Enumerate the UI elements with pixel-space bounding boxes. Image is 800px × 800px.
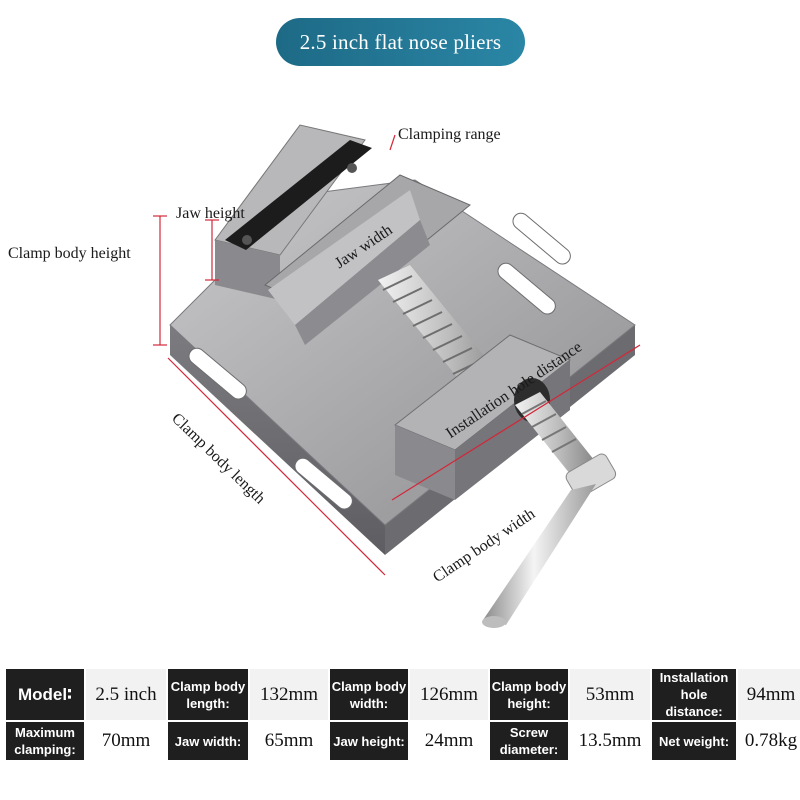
spec-value: 53mm: [570, 669, 650, 720]
spec-value: 70mm: [86, 722, 166, 760]
spec-label: Model∶: [6, 669, 84, 720]
mount-slot: [188, 347, 247, 400]
jaw-screw: [347, 163, 357, 173]
mount-slot: [497, 262, 556, 315]
spec-value: 94mm: [738, 669, 800, 720]
mount-slot: [294, 457, 353, 510]
title-text: 2.5 inch flat nose pliers: [299, 30, 502, 54]
spec-label: Net weight:: [652, 722, 736, 760]
spec-label: Installation hole distance:: [652, 669, 736, 720]
label-clamping-range: Clamping range: [398, 126, 501, 143]
spec-value: 132mm: [250, 669, 328, 720]
drill-vise-illustration: [153, 124, 641, 628]
spec-label: Clamp body width:: [330, 669, 408, 720]
dimension-lines: [153, 134, 641, 576]
spec-label: Clamp body height:: [490, 669, 568, 720]
spec-label: Maximum clamping:: [6, 722, 84, 760]
spec-value: 126mm: [410, 669, 488, 720]
movable-jaw: [264, 174, 471, 345]
label-clamp-body-height: Clamp body height: [8, 245, 131, 262]
jaw-plate: [225, 140, 372, 250]
spec-row: Model∶ 2.5 inch Clamp body length: 132mm…: [6, 669, 800, 720]
spec-label: Jaw width:: [168, 722, 248, 760]
jaw-screw: [242, 235, 252, 245]
spec-label: Jaw height:: [330, 722, 408, 760]
mount-slot: [512, 212, 571, 265]
spec-value: 2.5 inch: [86, 669, 166, 720]
spec-value: 0.78kg: [738, 722, 800, 760]
title-banner: 2.5 inch flat nose pliers: [276, 18, 525, 66]
spec-label: Clamp body length:: [168, 669, 248, 720]
spec-table: Model∶ 2.5 inch Clamp body length: 132mm…: [4, 667, 800, 762]
spec-value: 24mm: [410, 722, 488, 760]
spec-value: 65mm: [250, 722, 328, 760]
handle: [482, 392, 617, 628]
spec-label: Screw diameter:: [490, 722, 568, 760]
spec-value: 13.5mm: [570, 722, 650, 760]
label-jaw-height: Jaw height: [176, 205, 245, 222]
spec-row: Maximum clamping: 70mm Jaw width: 65mm J…: [6, 722, 800, 760]
fixed-jaw: [214, 124, 372, 300]
